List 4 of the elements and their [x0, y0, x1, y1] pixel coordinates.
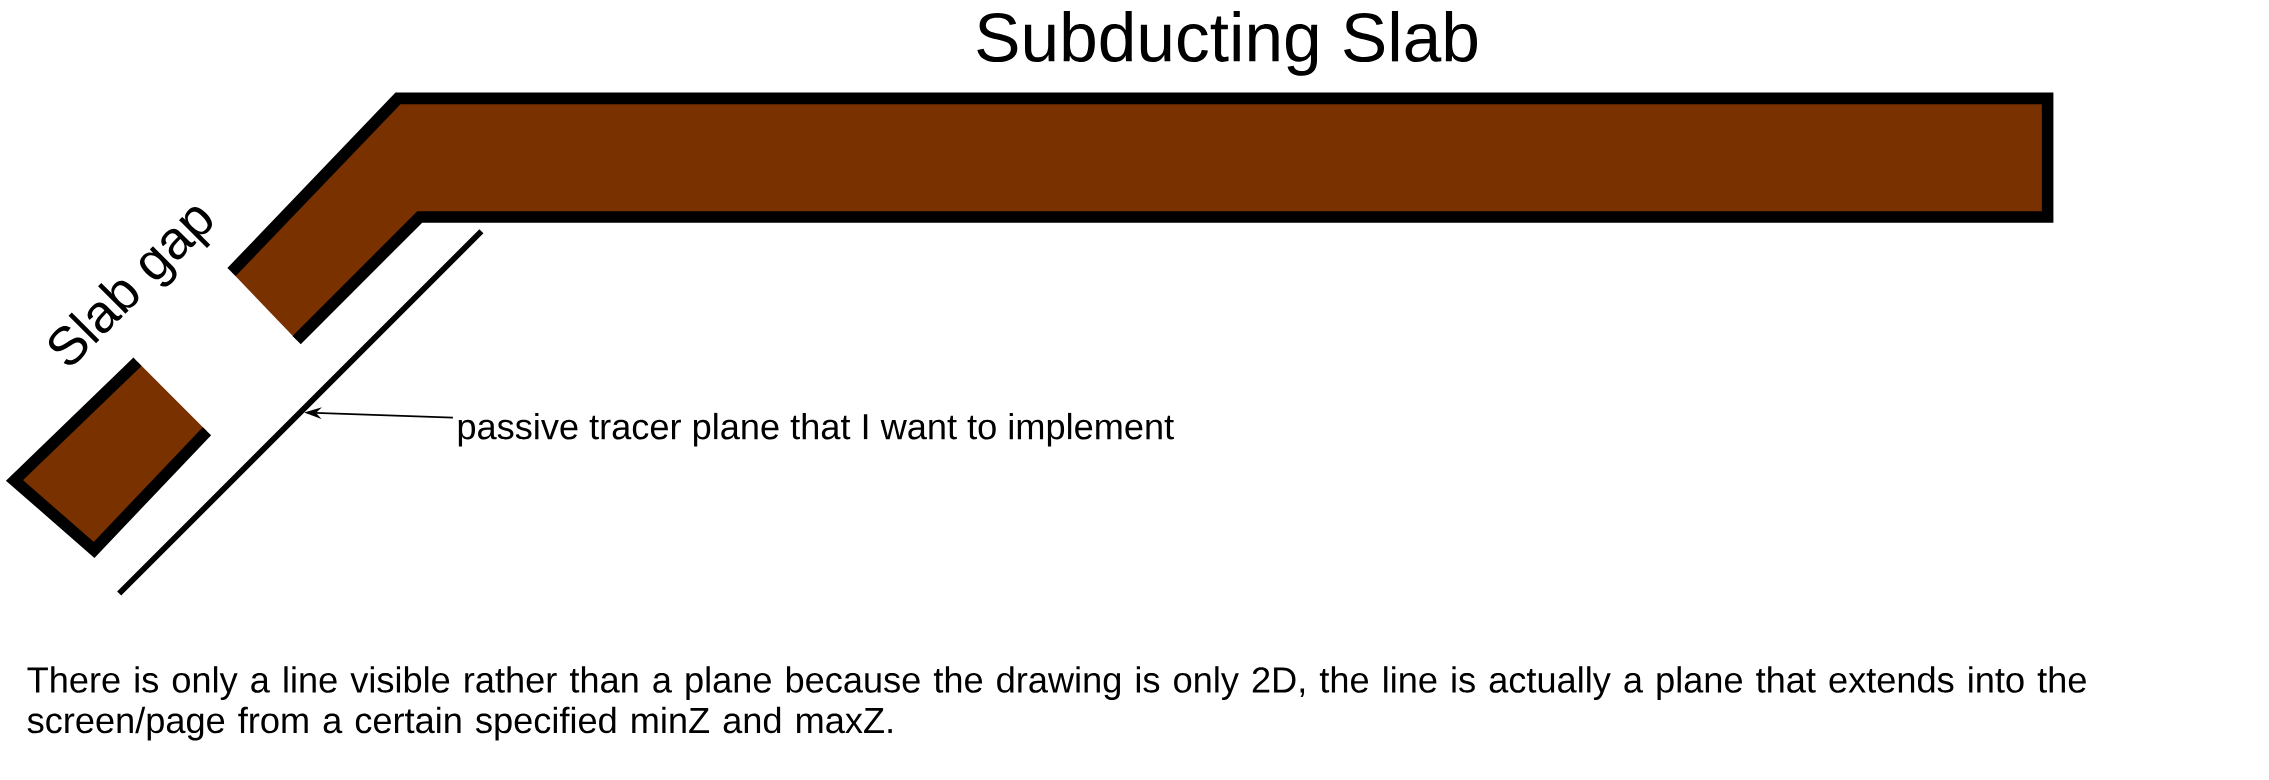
gap-label: Slab gap [48, 207, 213, 365]
slab-title: Subducting Slab [977, 11, 1477, 76]
annotation-text: passive tracer plane that I want to implement [458, 412, 1174, 447]
caption-text: There is only a line visible rather than a plane because the drawing is only 2D, the line is actually a plane that extends into the screen/page from a certain specified minZ and maxZ. [27, 666, 2086, 741]
